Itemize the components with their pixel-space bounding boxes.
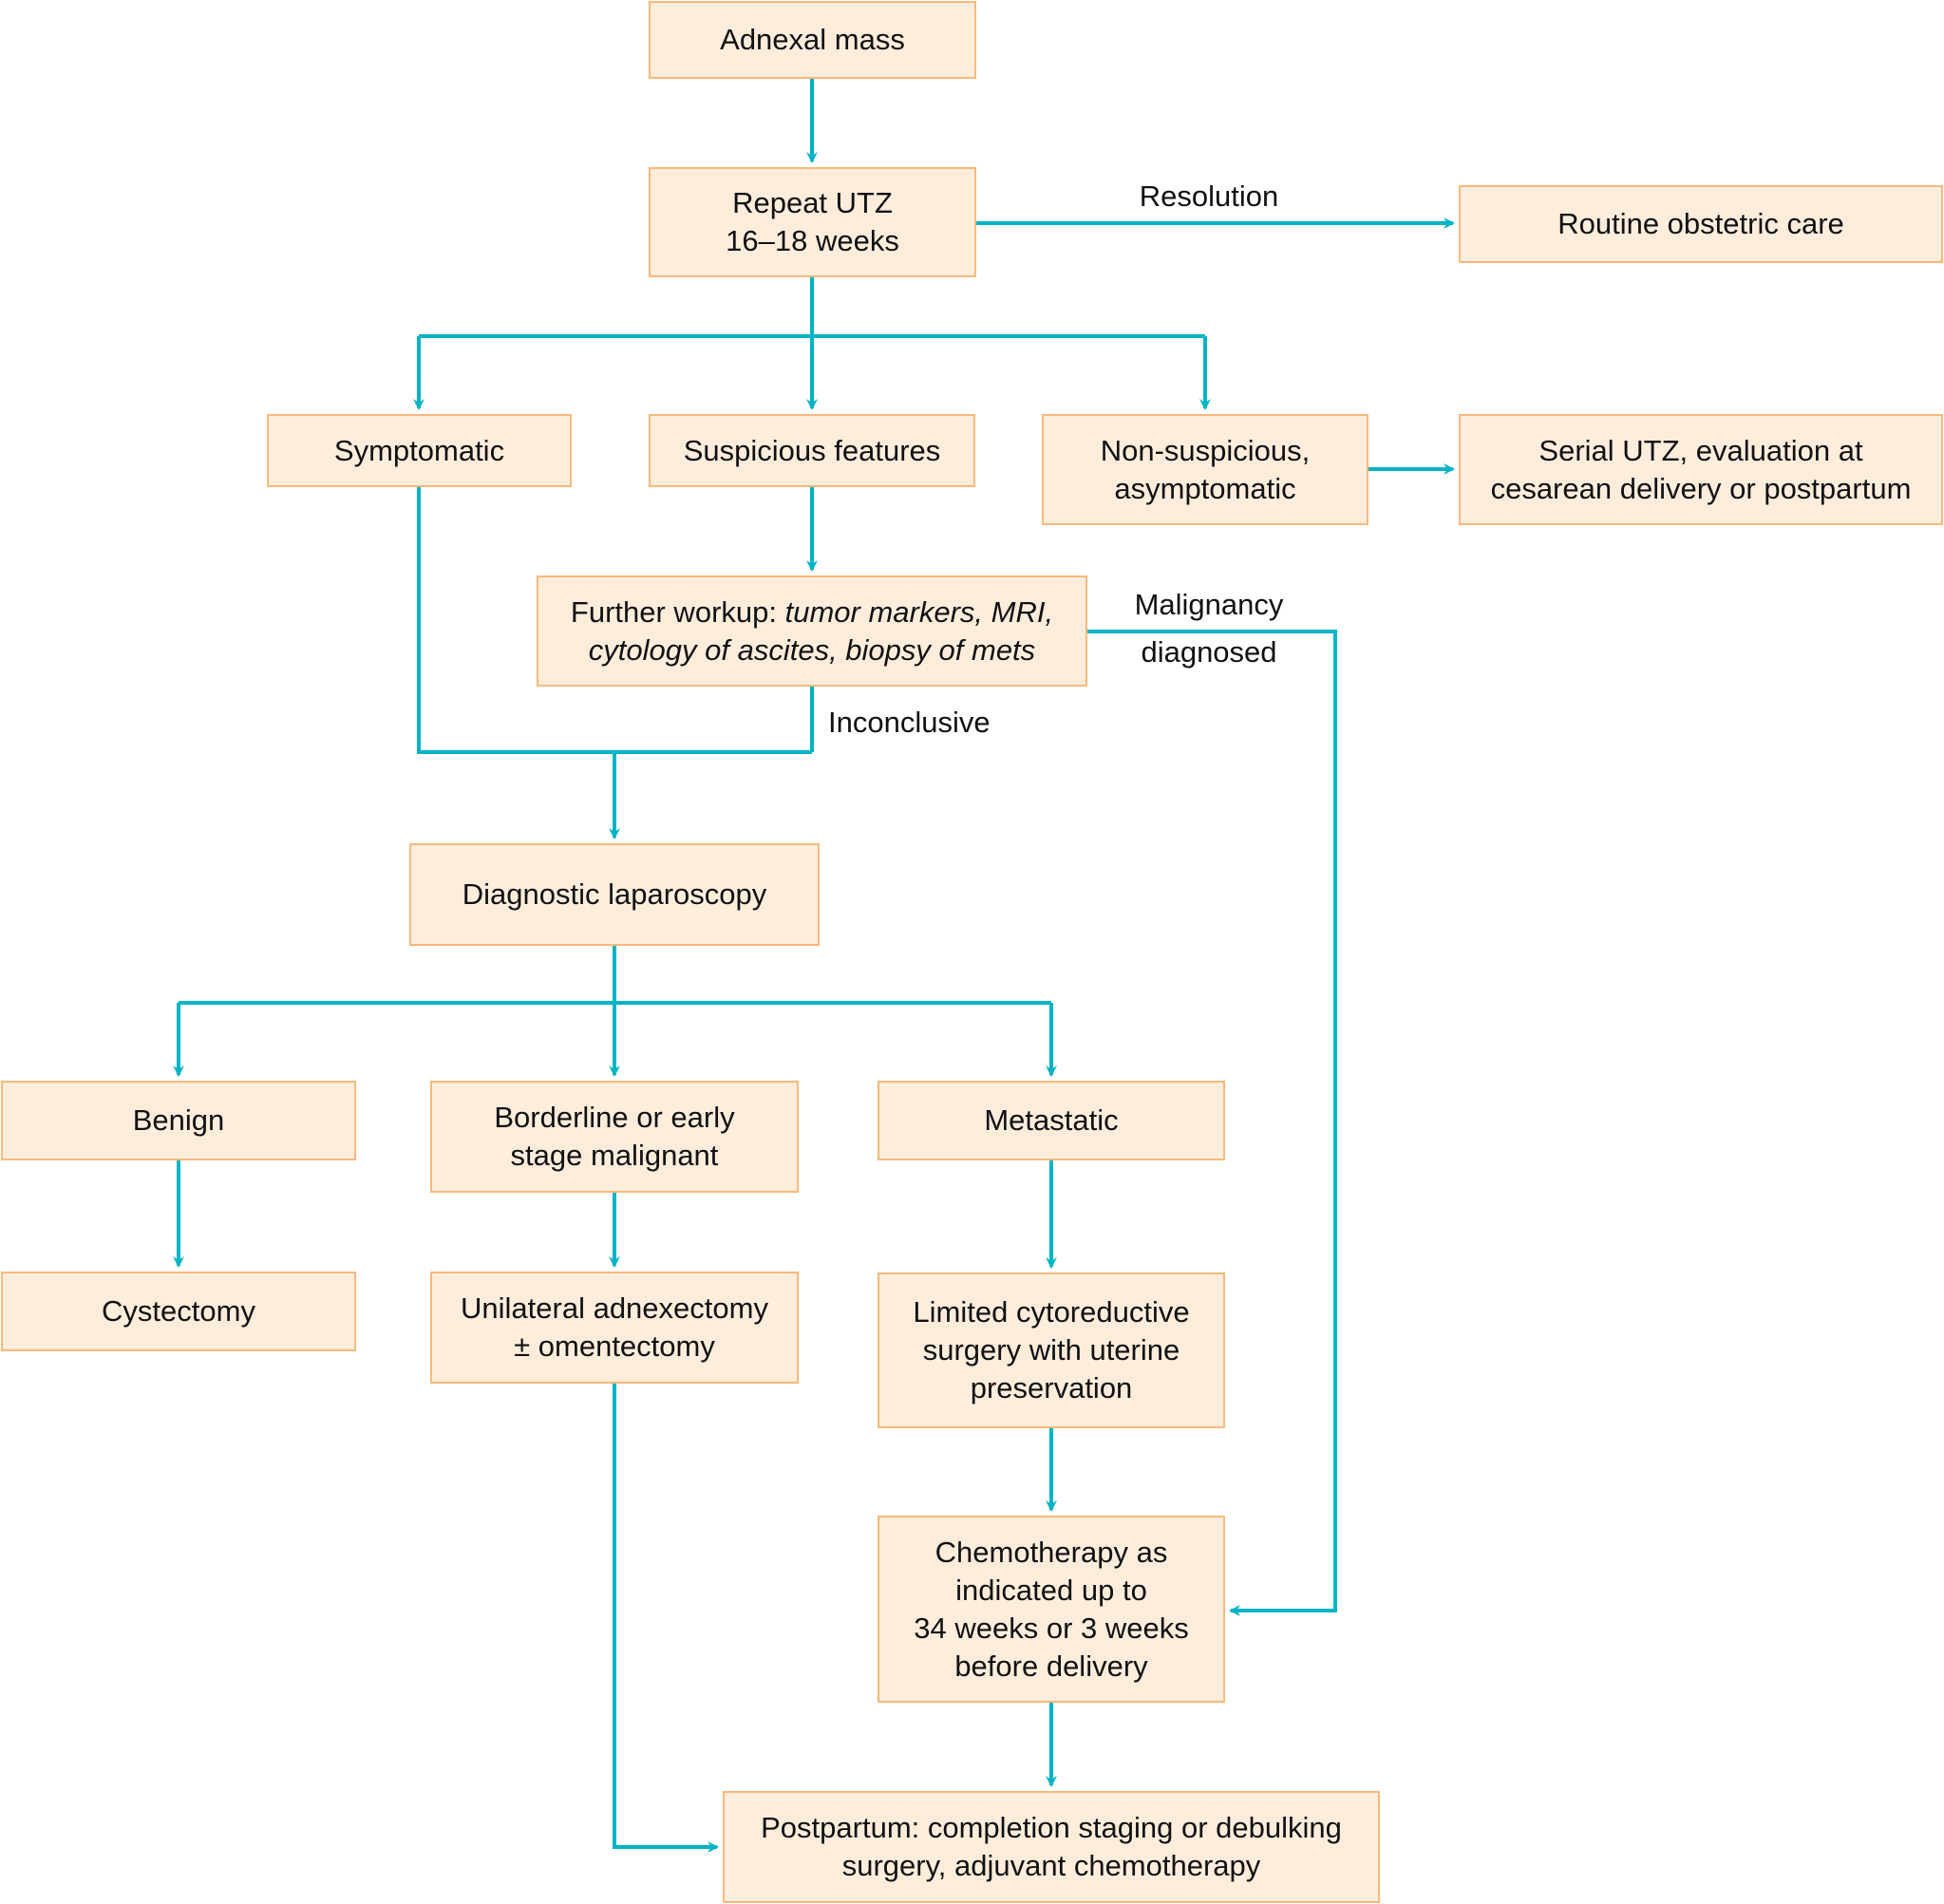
node-unilateral-adnexectomy: Unilateral adnexectomy ± omentectomy [430,1272,799,1384]
edge-label-diagnosed: diagnosed [1141,635,1277,669]
node-further-workup: Further workup: tumor markers, MRI, cyto… [537,575,1087,687]
node-limited-line2: surgery with uterine [922,1333,1180,1367]
node-suspicious-features: Suspicious features [649,414,975,487]
edge-label-resolution: Resolution [1139,179,1279,213]
node-adnexal-mass: Adnexal mass [649,1,976,79]
node-unilateral-line2: ± omentectomy [514,1329,715,1363]
node-serial-utz-line1: Serial UTZ, evaluation at [1538,433,1863,467]
node-chemo-line3: 34 weeks or 3 weeks [914,1611,1189,1645]
node-repeat-utz-line2: 16–18 weeks [726,224,899,257]
node-cystectomy: Cystectomy [1,1272,356,1351]
edge-label-inconclusive: Inconclusive [828,706,991,739]
node-limited-line3: preservation [970,1371,1133,1404]
node-diagnostic-laparoscopy: Diagnostic laparoscopy [409,843,820,946]
node-further-workup-italic1: tumor markers, MRI, [784,594,1054,629]
node-chemo-line4: before delivery [954,1649,1148,1683]
edge-label-malignancy: Malignancy [1134,588,1284,621]
node-postpartum-line1: Postpartum: completion staging or debulk… [761,1811,1342,1844]
node-serial-utz: Serial UTZ, evaluation at cesarean deliv… [1459,414,1943,525]
node-limited-line1: Limited cytoreductive [913,1295,1190,1329]
node-borderline-line1: Borderline or early [494,1101,735,1134]
node-further-workup-prefix: Further workup: [570,594,785,629]
node-borderline-line2: stage malignant [510,1139,719,1172]
node-chemotherapy: Chemotherapy as indicated up to 34 weeks… [878,1516,1225,1703]
edge-malignancy-to-chemo [1087,630,1337,1616]
node-further-workup-italic2: cytology of ascites, biopsy of mets [588,632,1036,667]
node-serial-utz-line2: cesarean delivery or postpartum [1490,471,1912,505]
node-benign: Benign [1,1081,356,1160]
node-postpartum: Postpartum: completion staging or debulk… [723,1791,1380,1903]
node-unilateral-line1: Unilateral adnexectomy [461,1291,768,1325]
node-non-suspicious: Non-suspicious, asymptomatic [1042,414,1368,525]
edge-unilateral-to-postpartum [613,1384,719,1853]
node-non-suspicious-line1: Non-suspicious, [1100,433,1311,467]
node-metastatic: Metastatic [878,1081,1225,1160]
node-repeat-utz: Repeat UTZ 16–18 weeks [649,167,976,277]
node-borderline: Borderline or early stage malignant [430,1081,799,1193]
node-non-suspicious-line2: asymptomatic [1114,471,1296,505]
node-symptomatic: Symptomatic [267,414,572,487]
node-chemo-line2: indicated up to [955,1573,1147,1607]
node-routine-care: Routine obstetric care [1459,185,1943,263]
node-postpartum-line2: surgery, adjuvant chemotherapy [841,1849,1261,1882]
node-repeat-utz-line1: Repeat UTZ [732,186,893,219]
node-limited-cytoreductive: Limited cytoreductive surgery with uteri… [878,1272,1225,1428]
edge-symptomatic-to-merge [417,487,812,754]
node-chemo-line1: Chemotherapy as [934,1535,1168,1569]
